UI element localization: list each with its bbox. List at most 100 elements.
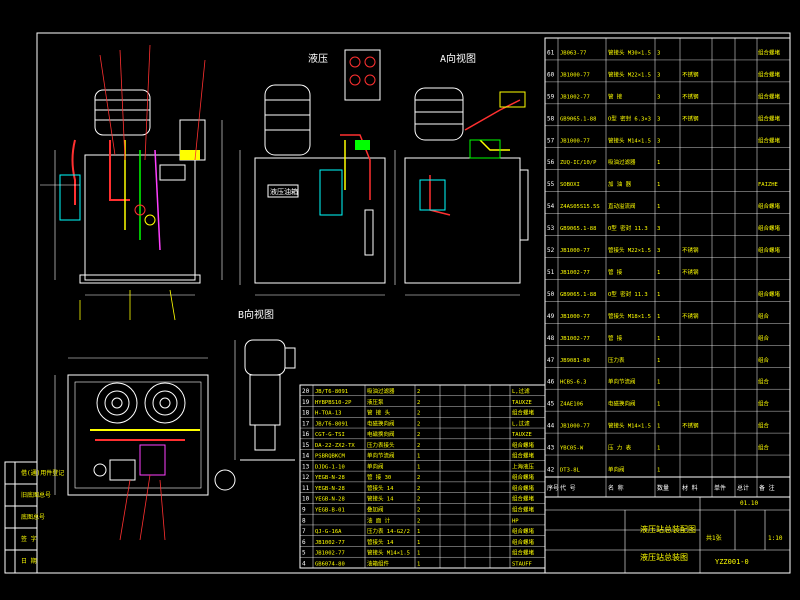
right-view-a: A向视图: [394, 52, 529, 296]
right-table-row-qty: 3: [657, 116, 660, 122]
left-strip-label-0: 借(通)用件登记: [21, 469, 64, 477]
bottom-table-row-note: TAUXZE: [512, 400, 532, 406]
title-block-scale: 1:10: [768, 535, 783, 542]
right-table-row-code: Z4AE106: [560, 402, 583, 408]
right-table-row-material: 不锈钢: [682, 312, 699, 320]
right-table-row-name: 加 油 器: [608, 180, 632, 188]
header-col-label: 数量: [657, 484, 669, 492]
right-table-row-note: 组合螺堵: [758, 136, 781, 144]
right-table-row-no: 58: [547, 115, 555, 122]
right-table-row-no: 49: [547, 313, 555, 320]
header-col-label: 总计: [737, 484, 749, 492]
center-tank: [254, 157, 386, 284]
right-table-row-name: 管接头 M22×1.5: [608, 70, 651, 78]
right-table-row-no: 43: [547, 445, 555, 452]
bottom-table-row-no: 20: [302, 388, 310, 395]
bottom-table-row-qty: 2: [417, 497, 420, 503]
bottom-table-row-qty: 2: [417, 443, 420, 449]
right-table-row-name: 单向节流阀: [608, 378, 636, 386]
bottom-table-row-name: 电磁换向阀: [367, 419, 395, 427]
bottom-table-row-no: 4: [302, 560, 306, 567]
right-table-row-qty: 1: [657, 182, 660, 188]
right-table-row-code: JB1002-77: [560, 94, 590, 100]
bottom-table-row-note: 组合螺堵: [512, 495, 535, 503]
title-block-weight: 01.10: [740, 500, 758, 507]
right-table-row-qty: 1: [657, 402, 660, 408]
right-table-row-name: 管接头 M30×1.5: [608, 48, 651, 56]
right-table-row-note: 组合: [758, 422, 770, 430]
right-table-row-code: JB1000-77: [560, 314, 590, 320]
bottom-table-row-code: JB/T6-8091: [315, 421, 348, 427]
right-table-row-name: 压 力 表: [608, 444, 632, 452]
header-col-label: 材 料: [682, 484, 698, 492]
bottom-table-row-no: 14: [302, 453, 310, 460]
right-table-row-no: 55: [547, 181, 555, 188]
right-table-row-qty: 3: [657, 138, 660, 144]
bottom-table-row-qty: 1: [417, 464, 420, 470]
right-table-row-code: JB1000-77: [560, 138, 590, 144]
header-col-label: 备 注: [759, 484, 775, 492]
right-table-row-name: O型 密封 11.3: [608, 290, 648, 298]
bottom-table-row-note: 组合螺堵: [512, 505, 535, 513]
center-view-title: 液压: [308, 52, 328, 65]
right-table-row-qty: 1: [657, 204, 660, 210]
bottom-table-row-note: HP: [512, 518, 519, 524]
bottom-table-row-qty: 2: [417, 507, 420, 513]
bottom-table-row-name: 管接头 14: [367, 484, 394, 492]
bottom-table-row-name: 吸油过滤器: [367, 387, 395, 395]
bottom-table-row-note: 组合螺堵: [512, 538, 535, 546]
bottom-table-row-qty: 1: [417, 551, 420, 557]
bottom-table-row-qty: 2: [417, 432, 420, 438]
right-table-row-material: 不锈钢: [682, 422, 699, 430]
right-table-row-note: FAIZHE: [758, 182, 778, 188]
bottom-table-row-code: YEGB-N-28: [315, 497, 345, 503]
bottom-table-row-no: 11: [302, 485, 310, 492]
bottom-table-row-note: 组合螺堵: [512, 473, 535, 481]
bottom-table-row-code: YEGB-N-28: [315, 475, 345, 481]
right-table-row-code: HCBS-6.3: [560, 380, 587, 386]
right-table-row-code: GB9065.1-88: [560, 116, 596, 122]
bottom-table-row-qty: 2: [417, 400, 420, 406]
bottom-table-row-code: JB1002-77: [315, 540, 345, 546]
bottom-table-row-no: 16: [302, 431, 310, 438]
bottom-table-row-code: JB/T6-8091: [315, 389, 348, 395]
right-table-row-no: 56: [547, 159, 555, 166]
bottom-table-row-qty: 1: [417, 454, 420, 460]
bottom-table-row-name: 油 面 计: [367, 516, 391, 524]
right-table-row-name: 管接头 M14×1.5: [608, 136, 651, 144]
bottom-table-row-note: 组合螺堵: [512, 452, 535, 460]
right-table-row-code: GB9065.1-88: [560, 292, 596, 298]
bottom-table-row-code: QJ-G-16A: [315, 529, 342, 535]
right-table-row-code: JB1000-77: [560, 248, 590, 254]
right-table-row-note: 组合: [758, 444, 770, 452]
right-table-row-code: DT3-8L: [560, 468, 581, 474]
right-table-row-qty: 3: [657, 248, 660, 254]
bottom-table-row-code: PSBRQBKCM: [315, 454, 345, 460]
right-table-row-name: 管接头 M22×1.5: [608, 246, 651, 254]
bottom-table-row-name: 压力表接头: [367, 441, 395, 449]
header-col-label: 名 称: [608, 484, 624, 492]
right-table-row-note: 组合螺堵: [758, 224, 781, 232]
right-table-row-code: JB1000-77: [560, 424, 590, 430]
bottom-table-row-note: 组合螺堵: [512, 484, 535, 492]
title-block-drawing-no: YZZ001-0: [715, 558, 749, 566]
right-table-row-qty: 1: [657, 336, 660, 342]
bottom-table-row-no: 15: [302, 442, 310, 449]
bottom-table-row-code: DJDG-1-10: [315, 464, 345, 470]
bottom-table-row-code: DA-22-ZX2-TX: [315, 443, 355, 449]
bottom-table-row-no: 5: [302, 550, 306, 557]
left-strip-label-3: 签 字: [21, 535, 37, 543]
bottom-table-row-note: STAUFF: [512, 561, 532, 567]
bottom-table-row-name: 单向阀: [367, 462, 384, 470]
right-table-row-note: 组合螺堵: [758, 48, 781, 56]
bottom-table-row-no: 12: [302, 474, 310, 481]
bottom-table-row-no: 7: [302, 528, 306, 535]
bottom-table-row-no: 17: [302, 420, 310, 427]
bottom-table-row-name: 叠加阀: [367, 505, 384, 513]
right-table-row-code: JB1002-77: [560, 270, 590, 276]
bottom-table-row-code: GB6074-80: [315, 561, 345, 567]
right-table-row-no: 47: [547, 357, 555, 364]
right-table-row-qty: 1: [657, 292, 660, 298]
bottom-table-row-note: 组合螺堵: [512, 549, 535, 557]
